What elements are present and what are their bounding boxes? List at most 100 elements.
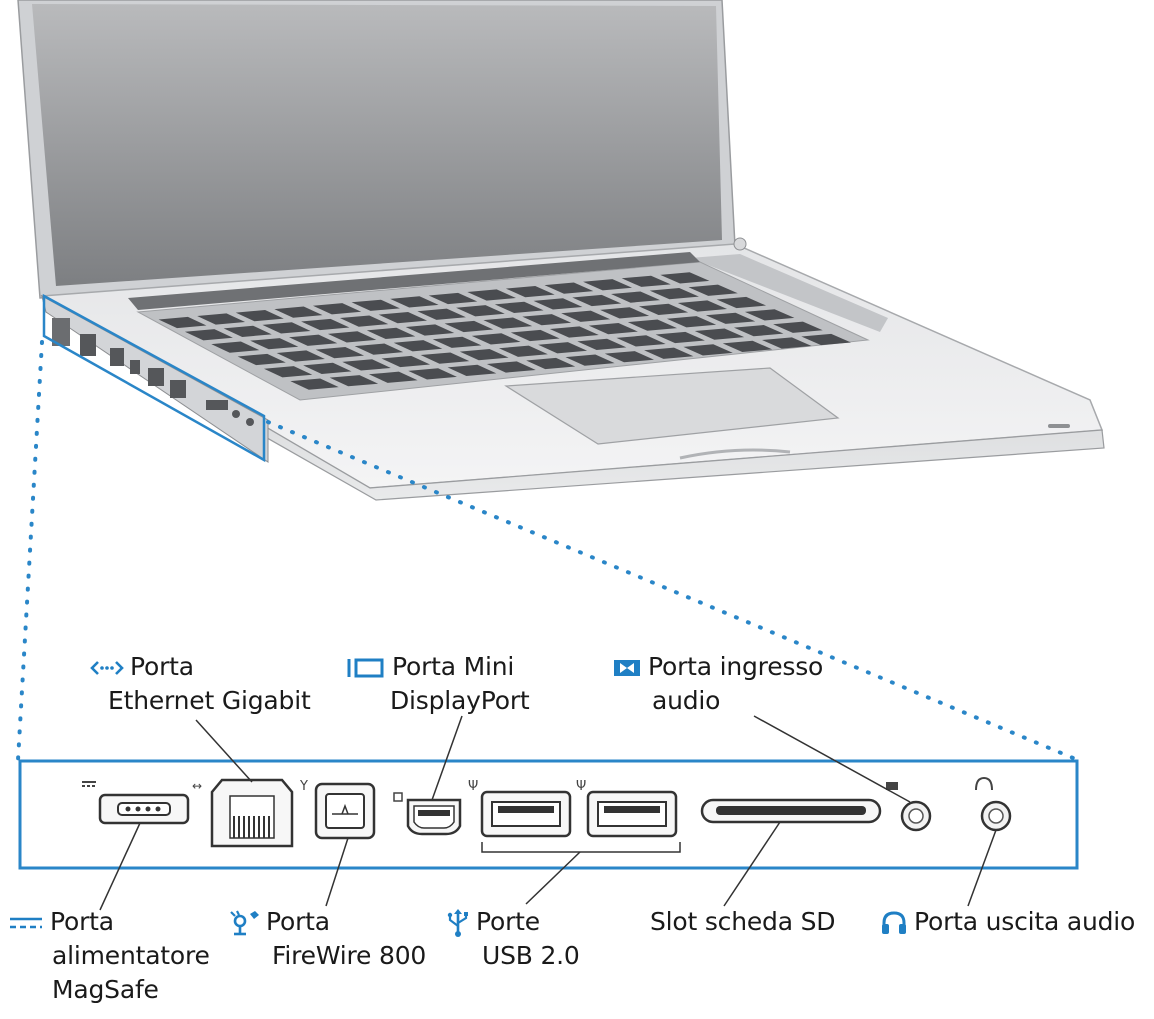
keyboard-key [666,316,717,328]
keyboard-key [197,313,246,325]
keyboard-key [290,378,339,390]
label-minidisplay: Porta Mini DisplayPort [346,650,530,718]
keyboard-key [381,355,431,368]
keyboard-key [677,300,728,312]
keyboard-key [644,347,694,359]
usb-port-1 [480,790,572,838]
keyboard-key [276,350,325,362]
keyboard-key [354,343,404,355]
keyboard-key [447,364,497,377]
laptop-screen [32,4,722,286]
port-panel: ↔ Y [18,759,1079,870]
svg-text:Y: Y [299,779,308,794]
label-magsafe: Porta alimentatore MagSafe [8,905,210,1007]
leader-usb [525,851,581,905]
keyboard-key [483,317,533,329]
keyboard-key [315,346,365,359]
keyboard-key [616,335,666,347]
firewire-icon [230,910,259,936]
keyboard-key [428,292,478,305]
keyboard-key [329,375,379,387]
keyboard-key [544,282,594,294]
keyboard-key [588,322,638,335]
keyboard-key [467,289,516,301]
label-audio-in: Porta ingresso audio [612,650,823,718]
keyboard-key [533,298,583,310]
keyboard-key [327,331,377,343]
audio-in-icon [614,660,640,676]
keyboard-key [604,351,654,363]
laptop-illustration [17,0,1105,501]
keyboard-key [432,336,482,348]
ethernet-icon [90,661,124,675]
svg-text:Ψ: Ψ [468,779,478,794]
keyboard-key [262,322,311,334]
keyboard-key [801,333,852,346]
keyboard-key [351,299,400,311]
keyboard-key [583,279,633,291]
magsafe-port [82,781,190,825]
audio-in-jack [900,800,932,832]
keyboard-key [390,296,439,308]
headphones-icon [882,911,906,934]
keyboard-key [572,294,622,307]
keyboard-key [459,349,509,361]
keyboard-key [716,296,767,309]
keyboard-key [565,354,615,366]
keyboard-key [660,272,710,284]
mini-displayport-icon [347,658,384,678]
keyboard-key [505,285,555,298]
keyboard-key [494,301,544,313]
keyboard-key [498,345,548,357]
keyboard-key [705,312,756,324]
keyboard-key [312,303,362,315]
svg-text:↔: ↔ [192,779,202,793]
keyboard-keys [158,272,852,390]
keyboard-key [688,284,738,296]
usb-port-2 [586,790,678,838]
keyboard-key [405,324,455,336]
keyboard-key [638,303,689,316]
keyboard-key [289,334,338,346]
keyboard-key [722,340,773,353]
keyboard-key [444,320,494,333]
usb-icon [447,909,468,937]
keyboard-key [301,318,350,331]
keyboard-key [522,314,572,326]
keyboard-key [471,333,521,345]
keyboard-key [408,368,457,380]
keyboard-key [303,362,352,374]
keyboard-key [486,361,536,373]
label-sd: Slot scheda SD [650,907,836,936]
keyboard-key [417,308,466,320]
keyboard-key [339,315,389,327]
ports-highlight-box [42,293,266,463]
keyboard-key [561,310,611,322]
keyboard-key [655,331,705,344]
keyboard-key [235,309,284,322]
svg-text:Ψ: Ψ [576,779,586,794]
keyboard-key [393,340,443,352]
leader-audio-out [967,829,997,907]
label-usb: Porte USB 2.0 [446,905,580,973]
leader-sd [723,821,781,907]
keyboard-key [368,371,418,383]
keyboard-key [621,275,671,287]
leader-firewire [325,837,349,907]
keyboard-key [510,329,560,342]
keyboard-key [600,307,650,319]
keyboard-key [773,321,823,333]
label-firewire: Porta FireWire 800 [228,905,426,973]
power-dc-icon [10,917,42,929]
keyboard-key [549,326,599,338]
keyboard-key [366,327,416,340]
keyboard-key [274,306,323,318]
keyboard-key [538,342,588,354]
keyboard-key [184,329,233,341]
keyboard-key [456,305,505,317]
keyboard-key [733,325,784,337]
label-ethernet: Porta Ethernet Gigabit [90,650,311,718]
keyboard-key [526,357,576,370]
keyboard-key [627,319,678,331]
